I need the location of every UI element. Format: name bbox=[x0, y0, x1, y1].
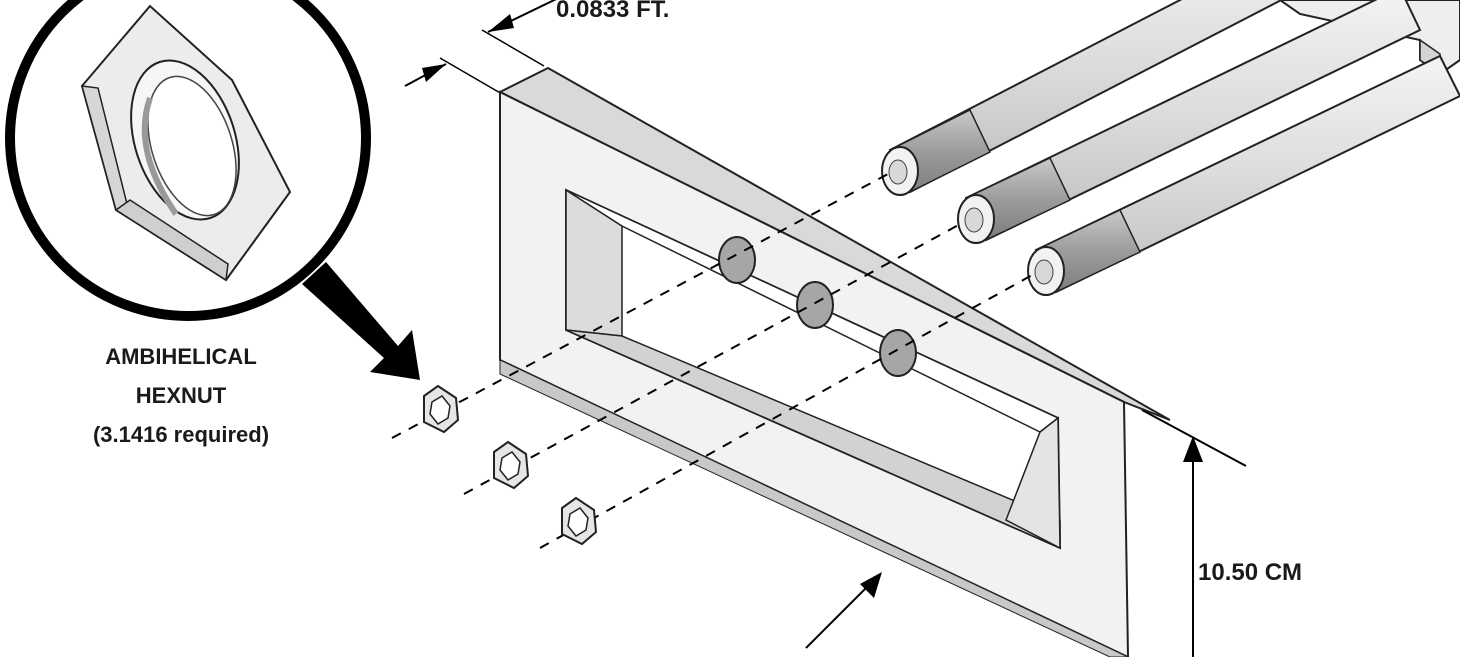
rod bbox=[881, 0, 1284, 196]
frame-leader bbox=[805, 572, 882, 649]
hexnut-icon bbox=[493, 440, 530, 490]
height-label: 10.50 CM bbox=[1198, 559, 1302, 586]
callout-line-2: HEXNUT bbox=[136, 383, 227, 408]
u-bolt-assembly bbox=[881, 0, 1460, 296]
rod bbox=[957, 0, 1422, 244]
thickness-label: 0.0833 FT. bbox=[556, 0, 669, 23]
opening-right-wall bbox=[1005, 416, 1061, 550]
hexnut-callout-label: AMBIHELICAL HEXNUT (3.1416 required) bbox=[93, 344, 269, 447]
callout-line-1: AMBIHELICAL bbox=[105, 344, 257, 369]
thickness-dimension: 0.0833 FT. bbox=[404, 0, 669, 95]
height-dimension: 10.50 CM bbox=[1141, 409, 1302, 657]
hexnut-icon bbox=[561, 496, 598, 546]
frame-hole bbox=[718, 236, 756, 284]
rod bbox=[1027, 54, 1460, 296]
hexnut-magnifier bbox=[5, 0, 420, 380]
magnifier-arrow bbox=[302, 262, 420, 380]
frame-hole bbox=[796, 281, 834, 329]
large-hexnut-icon bbox=[80, 4, 292, 282]
rectangular-frame bbox=[497, 66, 1171, 657]
frame-hole bbox=[879, 329, 917, 377]
hexnut-icon bbox=[423, 384, 460, 434]
callout-line-3: (3.1416 required) bbox=[93, 422, 269, 447]
